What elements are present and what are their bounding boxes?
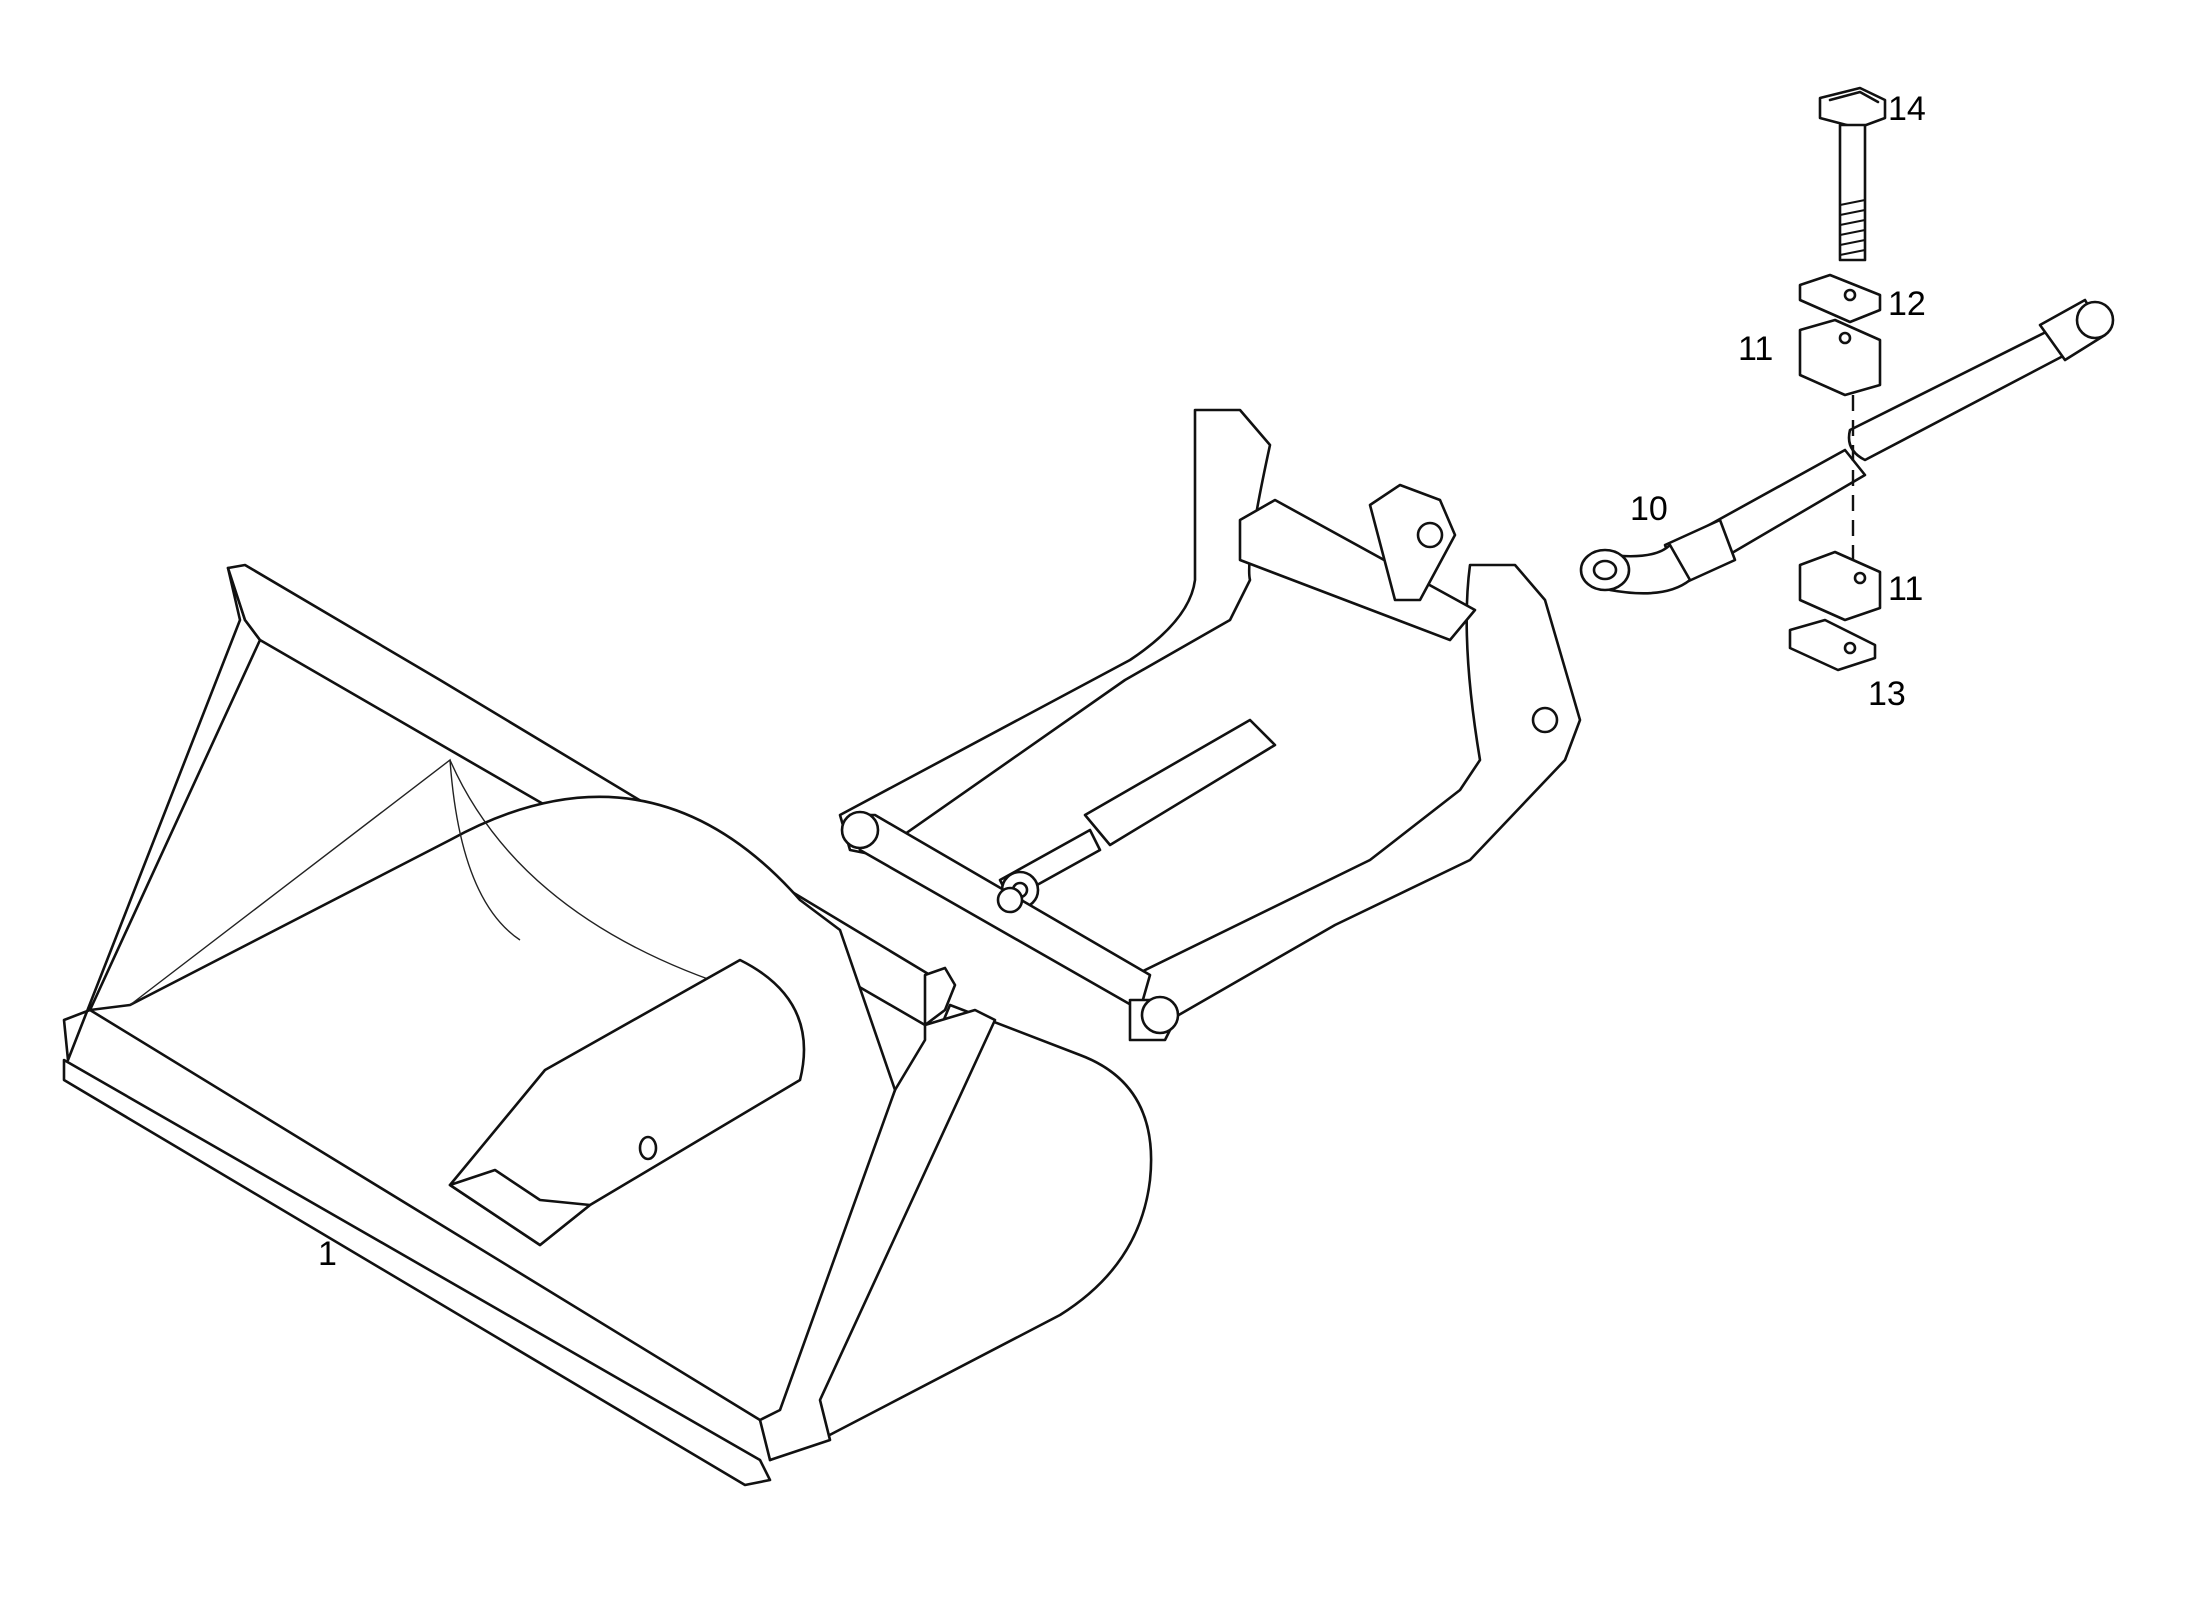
cover-plate-hole xyxy=(1843,288,1857,302)
callout-hose-fitting: 10 xyxy=(1630,490,1668,528)
bucket xyxy=(62,563,1153,1487)
clamp-half-lower xyxy=(1798,550,1882,622)
clamp-half-upper xyxy=(1798,318,1882,397)
clamp-upper-hole xyxy=(1838,331,1852,345)
frame-side-hole xyxy=(1531,706,1559,734)
bottom-plate-body xyxy=(1788,618,1877,672)
cover-plate-body xyxy=(1798,273,1882,324)
clamp-lower-body xyxy=(1798,550,1882,622)
bucket-mount-plate xyxy=(448,1168,592,1247)
bucket-shell xyxy=(768,1003,1153,1462)
callout-clamp-half-upper: 11 xyxy=(1738,330,1773,368)
bucket-inner-curve xyxy=(129,758,741,1006)
clamp-upper-body xyxy=(1798,318,1882,397)
frame-pin-right xyxy=(1140,995,1180,1035)
callout-bottom-plate: 13 xyxy=(1868,675,1906,713)
bucket-cutting-edge xyxy=(62,1058,772,1487)
hose-assembly xyxy=(1579,298,2115,595)
hose-upper-segment xyxy=(1847,328,2067,462)
bolt-head-top xyxy=(1828,90,1880,104)
hose-elbow xyxy=(1608,543,1692,595)
callout-hex-bolt: 14 xyxy=(1888,90,1926,128)
bottom-plate xyxy=(1788,618,1877,672)
bucket-mount-hole xyxy=(638,1135,658,1161)
bucket-mount-bracket xyxy=(448,958,806,1247)
cover-plate xyxy=(1798,273,1882,324)
hose-elbow-nut xyxy=(1579,548,1631,592)
callout-bucket: 1 xyxy=(318,1235,337,1273)
hose-upper-nut xyxy=(2075,300,2115,340)
bolt-thread xyxy=(1839,199,1866,256)
frame-pivot-lug xyxy=(1368,483,1457,602)
frame-pin-center xyxy=(996,886,1024,914)
hose-elbow-bore xyxy=(1592,559,1618,581)
quick-coupler-frame xyxy=(838,408,1582,1042)
callout-clamp-half-lower: 11 xyxy=(1888,570,1923,608)
callout-cover-plate: 12 xyxy=(1888,285,1926,323)
frame-pivot-hole xyxy=(1416,521,1444,549)
frame-cross-beam xyxy=(1238,498,1477,642)
bucket-rim-post xyxy=(923,966,957,1027)
bucket-floor xyxy=(88,795,897,1422)
frame-left-arm xyxy=(838,408,1272,857)
frame-pin-left xyxy=(840,810,880,850)
frame-cylinder xyxy=(1083,718,1277,847)
clamp-lower-hole xyxy=(1853,571,1867,585)
hex-bolt xyxy=(1818,86,1887,262)
bottom-plate-hole xyxy=(1843,641,1857,655)
bucket-right-side xyxy=(758,1008,997,1462)
